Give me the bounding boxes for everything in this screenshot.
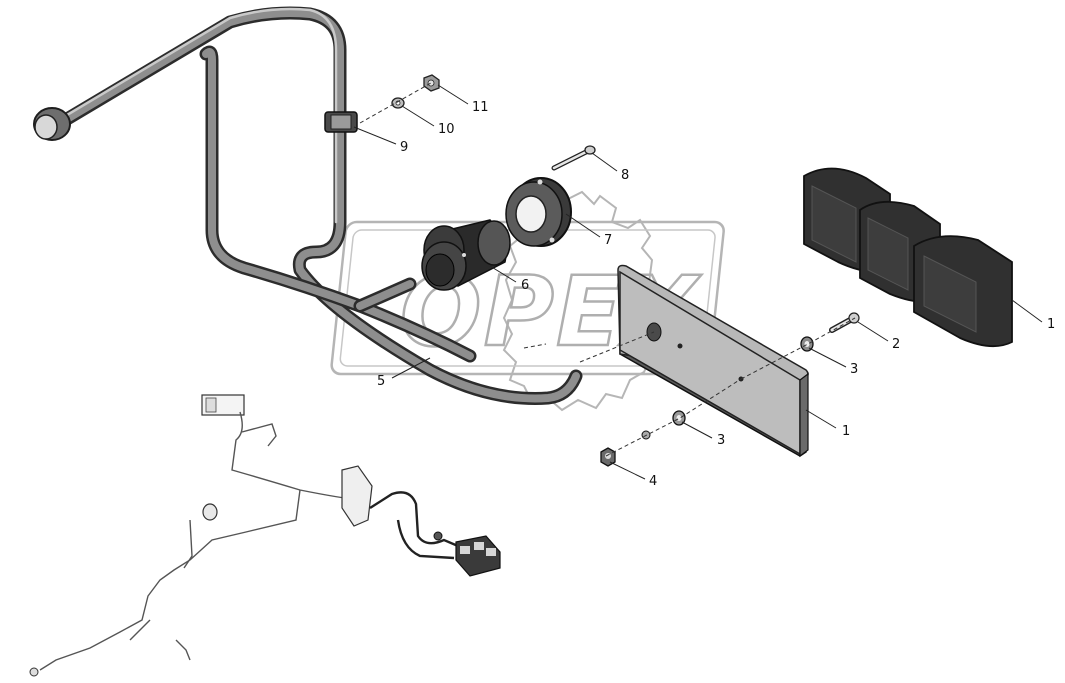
callout-10: 10 bbox=[438, 122, 455, 137]
callout-4: 4 bbox=[649, 474, 657, 489]
callout-8: 8 bbox=[621, 168, 629, 183]
flange-part-7 bbox=[505, 177, 572, 247]
switch-box bbox=[455, 535, 501, 577]
pin-part-2 bbox=[829, 312, 860, 333]
bushing-part-6 bbox=[421, 219, 511, 291]
watermark-gear-icon bbox=[502, 184, 656, 412]
callout-6: 6 bbox=[521, 278, 529, 293]
callout-5: 5 bbox=[377, 374, 385, 389]
callout-7: 7 bbox=[604, 233, 612, 248]
washer-part-3-upper bbox=[800, 336, 814, 352]
mud-flap-part-1 bbox=[617, 264, 809, 458]
bolt-part-8 bbox=[551, 145, 596, 171]
callout-2: 2 bbox=[892, 337, 900, 352]
callout-labels: 1 1 2 3 3 4 5 6 7 8 9 10 11 bbox=[377, 100, 1055, 489]
bent-tube-part-5 bbox=[33, 6, 583, 405]
harness-plug bbox=[202, 503, 218, 521]
nut-part-4 bbox=[600, 447, 616, 467]
leader-lines bbox=[353, 84, 1043, 480]
washer-part-3-lower bbox=[641, 410, 686, 440]
clamp-part-9 bbox=[324, 111, 358, 133]
callout-11: 11 bbox=[472, 100, 489, 115]
callout-3-lower: 3 bbox=[717, 433, 725, 448]
callout-9: 9 bbox=[400, 140, 408, 155]
callout-1-reflector: 1 bbox=[1047, 317, 1055, 332]
harness-bracket bbox=[341, 465, 373, 527]
wiring-harness bbox=[29, 394, 501, 677]
nut-part-11 bbox=[423, 74, 440, 92]
reflector-blocks-part-1 bbox=[803, 167, 1013, 348]
callout-3-upper: 3 bbox=[850, 362, 858, 377]
callout-1-mud-flap: 1 bbox=[842, 424, 850, 439]
